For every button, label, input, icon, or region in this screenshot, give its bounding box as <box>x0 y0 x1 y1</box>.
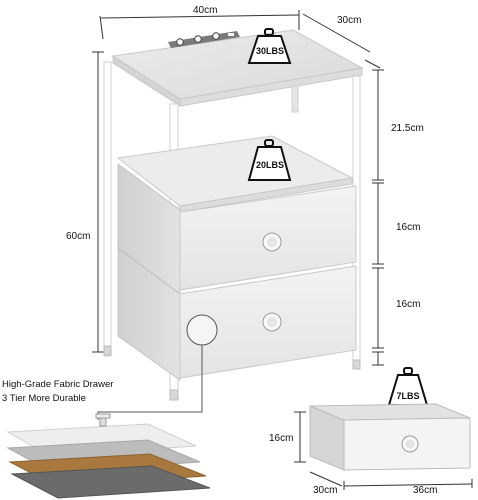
drawer-side-panels <box>117 163 181 381</box>
drawer-height-label: 16cm <box>269 433 294 444</box>
weight-icon <box>247 28 292 64</box>
top-width-label: 40cm <box>193 5 218 16</box>
drawer1-height-label: 16cm <box>396 222 421 233</box>
drawer-dimension-lines <box>294 411 473 490</box>
upper-drawer <box>179 185 357 291</box>
drawer-width-label: 36cm <box>413 485 438 496</box>
drawer-weight-label: 7LBS <box>396 391 420 401</box>
feature-line-2: 3 Tier More Durable <box>2 393 86 404</box>
shelf-gap-label: 21.5cm <box>391 123 424 134</box>
single-drawer <box>309 403 471 471</box>
width-dimension-line <box>99 10 300 40</box>
drawer2-height-label: 16cm <box>396 299 421 310</box>
top-depth-label: 30cm <box>337 15 362 26</box>
total-height-label: 60cm <box>66 231 91 242</box>
feature-line-1: High-Grade Fabric Drawer <box>2 379 114 390</box>
middle-shelf <box>116 135 354 213</box>
drawer-depth-label: 30cm <box>313 485 338 496</box>
top-weight-label: 30LBS <box>255 46 284 56</box>
drawer-layer-diagram <box>6 413 211 499</box>
weight-icon <box>247 139 292 181</box>
lower-drawer <box>179 265 357 379</box>
drawer-knob-icon <box>95 413 111 427</box>
table-top <box>111 29 364 107</box>
height-dimension-line <box>92 51 104 353</box>
right-dimension-lines <box>372 69 384 366</box>
frame-feet <box>103 345 361 401</box>
depth-dimension-line <box>302 13 381 69</box>
shelf-weight-label: 20LBS <box>255 160 284 170</box>
power-outlet-icon <box>168 31 240 48</box>
